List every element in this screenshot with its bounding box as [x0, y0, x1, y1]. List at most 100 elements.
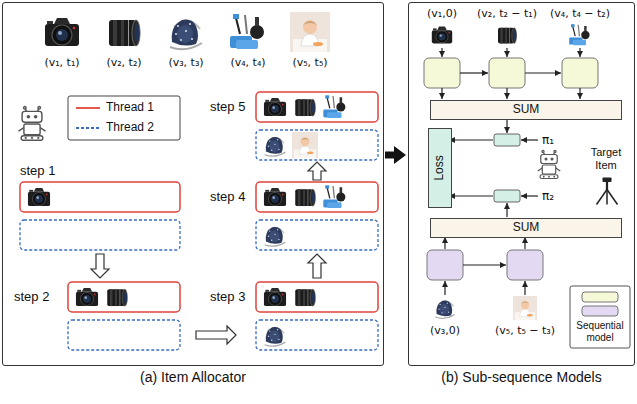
seat-icon — [436, 301, 452, 317]
baby-icon — [290, 12, 330, 52]
robot-icon — [541, 155, 558, 164]
camera-icon — [76, 288, 98, 306]
seat-icon — [191, 38, 193, 40]
camera-icon — [84, 296, 87, 299]
seat-icon — [271, 339, 272, 340]
robot-icon — [538, 168, 543, 171]
item-label: (v₅, t₅) — [292, 56, 327, 69]
kit-icon — [250, 25, 264, 39]
input-label: (v₃,0) — [430, 324, 460, 337]
camera-icon — [265, 100, 269, 102]
target-label: Target Item — [580, 146, 632, 172]
lens-icon — [132, 20, 140, 46]
robot-icon — [548, 176, 550, 178]
camera-icon — [52, 25, 72, 45]
baby-icon — [513, 296, 537, 320]
flow-arrow — [385, 152, 394, 159]
lens-icon — [512, 28, 517, 44]
seat-icon — [277, 139, 278, 140]
robot-icon — [551, 158, 554, 161]
camera-icon — [264, 288, 286, 306]
lens-icon — [109, 20, 140, 46]
legend-swatch — [582, 292, 618, 302]
seat-icon — [278, 239, 279, 240]
flow-arrow — [506, 88, 507, 99]
tripod-icon — [603, 178, 612, 183]
seat-icon — [278, 339, 279, 340]
legend-line-sample — [76, 107, 100, 109]
flow-arrow — [579, 88, 580, 99]
policy-label: π₁ — [542, 133, 554, 147]
flow-arrow — [449, 139, 493, 140]
sequential-model-box — [424, 58, 460, 88]
flow-arrow — [444, 237, 445, 249]
seat-icon — [441, 312, 442, 313]
lens-icon — [115, 289, 117, 306]
robot-icon — [19, 128, 24, 132]
seat-icon — [269, 230, 279, 242]
step-arrow — [196, 326, 236, 344]
lens-icon — [509, 28, 511, 44]
camera-icon — [438, 33, 445, 40]
thread2-box — [68, 320, 180, 350]
lens-icon — [121, 20, 124, 46]
camera-icon — [269, 192, 282, 205]
camera-icon — [448, 32, 450, 34]
flow-arrow — [506, 48, 507, 57]
camera-icon — [270, 288, 280, 292]
lens-icon — [303, 99, 305, 116]
camera-icon — [272, 296, 275, 299]
lens-icon — [310, 189, 315, 206]
flow-arrow — [521, 195, 538, 196]
lens-icon — [310, 99, 315, 116]
camera-icon — [264, 98, 286, 116]
robot-icon — [40, 128, 45, 132]
seat-icon — [265, 227, 286, 246]
input-label: (v₂, t₂ − t₁) — [477, 7, 537, 20]
camera-icon — [271, 195, 279, 203]
lens-icon — [307, 99, 309, 116]
camera-icon — [270, 98, 280, 102]
lens-icon — [513, 30, 516, 41]
flow-arrow — [506, 119, 507, 133]
loss-box: Loss — [428, 128, 452, 208]
camera-icon — [269, 102, 282, 115]
baby-icon — [313, 42, 323, 46]
seat-icon — [438, 309, 439, 310]
camera-icon — [46, 194, 48, 196]
kit-icon — [333, 96, 334, 108]
seat-icon — [175, 33, 177, 35]
lens-icon — [505, 28, 507, 44]
flow-arrow — [579, 48, 580, 57]
kit-icon — [340, 97, 343, 103]
lens-icon — [113, 20, 117, 46]
item-label: (v₁, t₁) — [44, 56, 79, 69]
item-label: (v₃, t₃) — [168, 56, 203, 69]
camera-icon — [272, 196, 275, 199]
seat-icon — [271, 239, 272, 240]
thread1-box — [256, 182, 378, 212]
lens-icon — [312, 192, 315, 204]
kit-icon — [323, 95, 345, 118]
camera-icon — [35, 195, 43, 203]
step-label: step 1 — [20, 163, 55, 179]
camera-icon — [36, 196, 39, 199]
seat-icon — [435, 301, 454, 319]
baby-icon — [521, 301, 529, 309]
sum-box: SUM — [430, 218, 622, 238]
kit-icon — [323, 185, 345, 208]
input-label: (v₁,0) — [427, 7, 457, 20]
camera-icon — [82, 288, 92, 292]
camera-icon — [264, 102, 286, 116]
flow-arrow — [463, 264, 506, 265]
robot-icon — [543, 176, 545, 178]
kit-icon — [581, 31, 589, 39]
lens-icon — [295, 189, 315, 206]
legend-swatch — [582, 306, 618, 316]
baby-icon — [303, 20, 317, 34]
step-arrow — [308, 254, 326, 278]
robot-icon — [24, 107, 27, 110]
camera-icon — [45, 18, 79, 46]
seat-icon — [269, 140, 270, 141]
